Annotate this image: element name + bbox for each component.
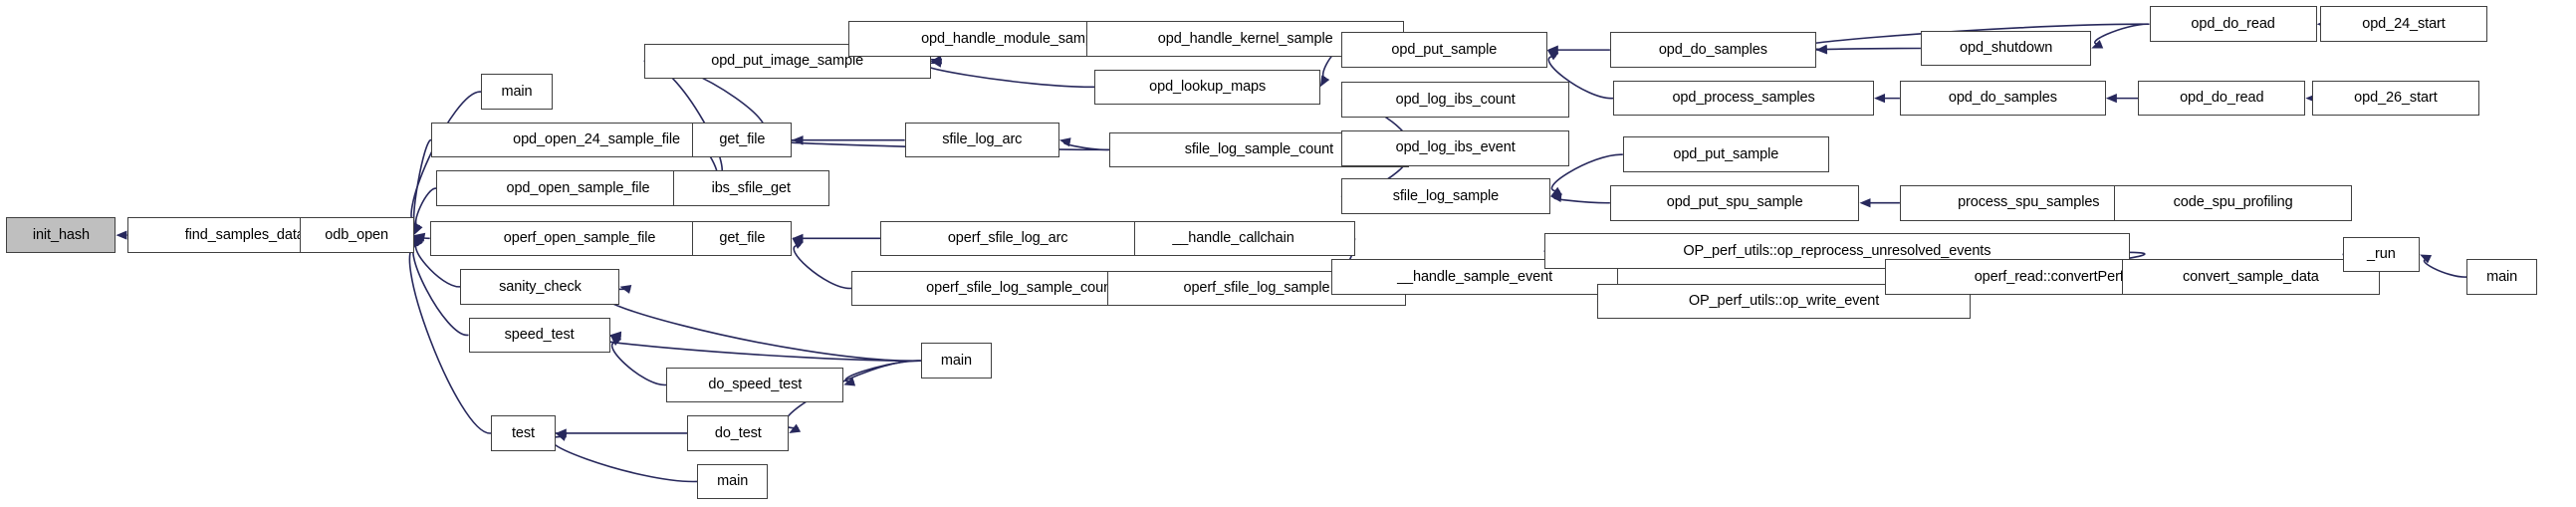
edge-arrowhead-sfile_log_arc-to-get_file_top — [792, 135, 804, 145]
graph-node-speed_test[interactable]: speed_test — [468, 317, 610, 354]
graph-node-opd_log_ibs_count[interactable]: opd_log_ibs_count — [1340, 82, 1570, 119]
edge-sfile_log_sample_count-to-sfile_log_arc — [1062, 140, 1110, 151]
graph-node-get_file_bottom[interactable]: get_file — [692, 220, 793, 257]
graph-node-ibs_sfile_get[interactable]: ibs_sfile_get — [672, 170, 829, 206]
graph-node-test[interactable]: test — [491, 415, 556, 451]
graph-node-opd_do_samples_bot[interactable]: opd_do_samples — [1899, 80, 2106, 117]
graph-node-sanity_check[interactable]: sanity_check — [460, 269, 620, 305]
graph-node-odb_open[interactable]: odb_open — [299, 217, 414, 253]
graph-node-__handle_callchain[interactable]: __handle_callchain — [1110, 220, 1356, 257]
edge-arrowhead-opd_shutdown-to-opd_do_samples_top — [1815, 45, 1827, 55]
graph-node-opd_do_read_top[interactable]: opd_do_read — [2149, 6, 2317, 43]
edge-arrowhead-opd_do_samples_bot-to-opd_process_samples — [1874, 94, 1886, 104]
edge-arrowhead-main_mid-to-do_test — [789, 423, 802, 433]
graph-node-opd_put_sample_mid[interactable]: opd_put_sample — [1622, 136, 1829, 172]
edge-operf_sfile_log_sample_count-to-get_file_bottom — [793, 244, 852, 290]
edge-arrowhead-operf_sfile_log_sample_count-to-get_file_bottom — [792, 238, 804, 249]
edge-opd_lookup_maps-to-opd_put_image_sample — [923, 62, 1095, 89]
graph-node-operf_open_sample_file[interactable]: operf_open_sample_file — [429, 220, 730, 257]
graph-node-do_speed_test[interactable]: do_speed_test — [666, 367, 844, 403]
edge-arrowhead-opd_put_sample_top-to-opd_lookup_maps — [1319, 75, 1330, 88]
graph-node-get_file_top[interactable]: get_file — [692, 122, 793, 158]
edge-main_mid-to-do_speed_test — [844, 360, 921, 382]
graph-node-_run[interactable]: _run — [2342, 236, 2421, 273]
edge-arrowhead-opd_do_read_bot-to-opd_do_samples_bot — [2105, 94, 2117, 104]
edge-arrowhead-opd_put_spu_sample-to-sfile_log_sample — [1550, 192, 1562, 203]
edge-arrowhead-main_mid-to-speed_test — [609, 331, 622, 341]
edge-main_bottom-to-test — [550, 435, 698, 483]
graph-node-opd_lookup_maps[interactable]: opd_lookup_maps — [1094, 69, 1320, 106]
graph-node-opd_shutdown[interactable]: opd_shutdown — [1920, 30, 2092, 67]
graph-node-convert_sample_data[interactable]: convert_sample_data — [2122, 259, 2380, 295]
graph-node-code_spu_profiling[interactable]: code_spu_profiling — [2113, 184, 2353, 221]
edge-arrowhead-find_samples_data-to-init_hash — [116, 230, 127, 240]
edge-arrowhead-sanity_check-to-odb_open — [413, 235, 425, 247]
graph-node-opd_24_start[interactable]: opd_24_start — [2319, 6, 2488, 43]
edge-arrowhead-main_top-to-odb_open — [413, 223, 423, 236]
edge-arrowhead-do_speed_test-to-speed_test — [609, 335, 622, 347]
graph-node-opd_process_samples[interactable]: opd_process_samples — [1613, 80, 1875, 117]
graph-node-main_mid[interactable]: main — [920, 343, 992, 379]
edge-arrowhead-do_test-to-test — [555, 428, 567, 438]
edge-arrowhead-main_bottom-to-test — [555, 432, 568, 441]
graph-node-opd_do_read_bot[interactable]: opd_do_read — [2138, 80, 2306, 117]
graph-node-main_top[interactable]: main — [481, 74, 553, 110]
edge-arrowhead-opd_process_samples-to-opd_put_sample_top — [1546, 50, 1559, 61]
graph-node-opd_26_start[interactable]: opd_26_start — [2311, 80, 2479, 117]
graph-node-init_hash[interactable]: init_hash — [6, 217, 117, 253]
edge-arrowhead-sfile_log_sample_count-to-get_file_top — [792, 135, 804, 145]
graph-node-sfile_log_sample[interactable]: sfile_log_sample — [1340, 178, 1551, 215]
edge-arrowhead-main_mid-to-sanity_check — [619, 284, 632, 294]
graph-node-do_test[interactable]: do_test — [687, 415, 790, 451]
edge-arrowhead-opd_put_sample_mid-to-sfile_log_sample — [1550, 186, 1562, 197]
edge-opd_do_read_top-to-opd_shutdown — [2093, 23, 2150, 46]
graph-node-opd_do_samples_top[interactable]: opd_do_samples — [1609, 32, 1816, 68]
edge-arrowhead-process_spu_samples-to-opd_put_spu_sample — [1859, 198, 1871, 208]
edge-arrowhead-opd_lookup_maps-to-opd_put_image_sample — [930, 58, 943, 68]
edge-arrowhead-opd_open_sample_file-to-odb_open — [413, 223, 423, 236]
edge-main_mid-to-speed_test — [587, 335, 921, 362]
edge-do_speed_test-to-speed_test — [610, 341, 667, 386]
graph-node-operf_sfile_log_arc[interactable]: operf_sfile_log_arc — [880, 220, 1135, 257]
graph-node-opd_put_sample_top[interactable]: opd_put_sample — [1340, 32, 1547, 68]
graph-node-opd_log_ibs_event[interactable]: opd_log_ibs_event — [1340, 129, 1570, 166]
edge-operf_open_sample_file-to-odb_open — [420, 236, 430, 240]
edge-arrowhead-main_mid-to-do_speed_test — [843, 377, 856, 386]
edge-opd_put_spu_sample-to-sfile_log_sample — [1553, 196, 1610, 204]
graph-node-opd_put_spu_sample[interactable]: opd_put_spu_sample — [1609, 184, 1860, 221]
edge-arrowhead-test-to-odb_open — [413, 235, 422, 247]
graph-node-main_bottom[interactable]: main — [697, 463, 769, 500]
edge-arrowhead-opd_do_read_top-to-opd_shutdown — [2091, 40, 2104, 49]
graph-node-sfile_log_arc[interactable]: sfile_log_arc — [904, 122, 1059, 158]
edge-arrowhead-speed_test-to-odb_open — [413, 235, 423, 247]
edge-arrowhead-operf_open_sample_file-to-odb_open — [413, 232, 426, 242]
edge-main_right-to-_run — [2423, 258, 2467, 278]
graph-node-main_right[interactable]: main — [2466, 259, 2538, 295]
edge-arrowhead-main_right-to-_run — [2420, 254, 2433, 264]
edge-opd_shutdown-to-opd_do_samples_top — [1814, 47, 1921, 51]
edge-opd_open_24_sample_file-to-odb_open — [412, 138, 433, 226]
edge-arrowhead-opd_do_read_top-to-opd_do_samples_top — [1815, 44, 1828, 54]
edge-arrowhead-sfile_log_sample_count-to-sfile_log_arc — [1058, 137, 1071, 147]
edge-arrowhead-opd_handle_kernel_sample-to-opd_put_image_sample — [930, 55, 943, 65]
edge-arrowhead-operf_sfile_log_arc-to-get_file_bottom — [792, 233, 804, 243]
edge-arrowhead-opd_do_samples_top-to-opd_put_sample_top — [1546, 45, 1558, 55]
